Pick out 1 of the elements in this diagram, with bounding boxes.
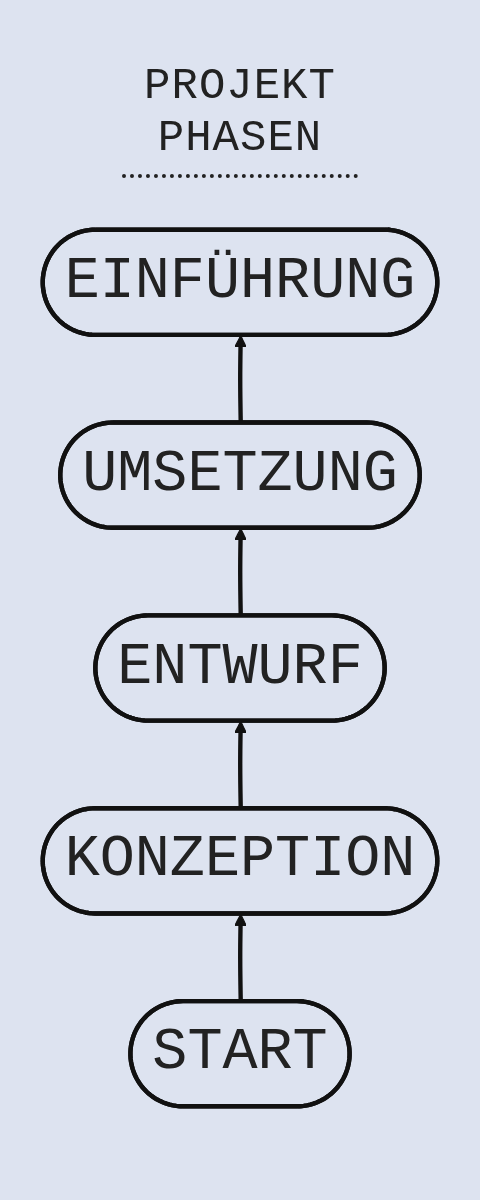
- title: PROJEKT PHASEN: [143, 60, 337, 164]
